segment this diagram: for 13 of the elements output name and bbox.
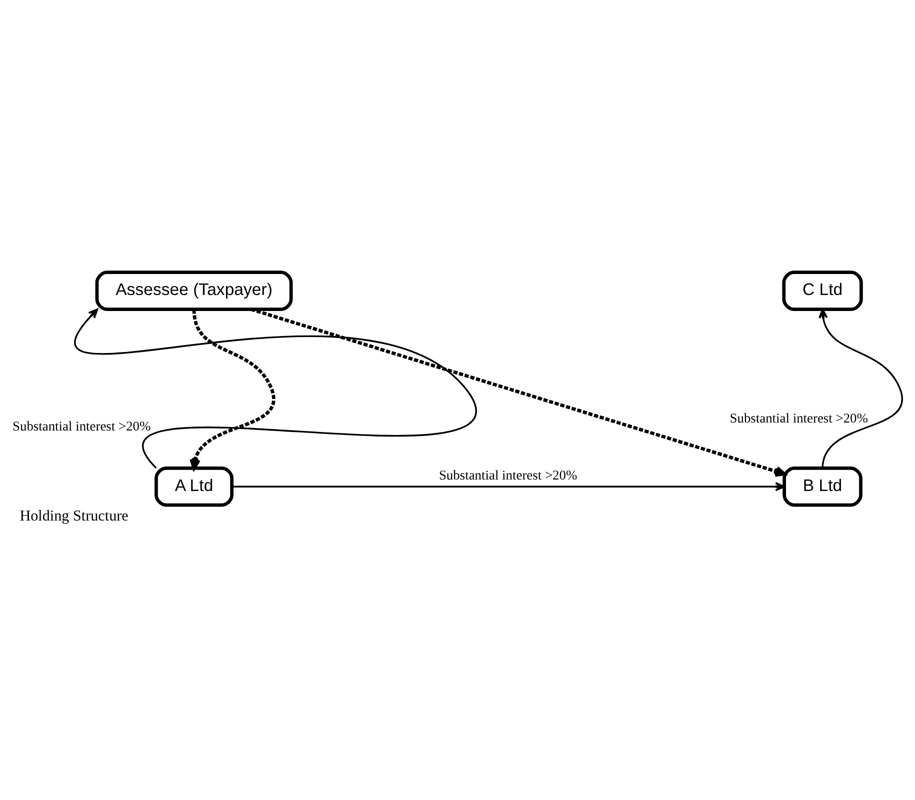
- arrow: [75, 308, 476, 468]
- arrow: [232, 482, 786, 491]
- node-box: C Ltd: [782, 270, 863, 310]
- arrow: [250, 307, 786, 476]
- node-box: B Ltd: [782, 466, 862, 506]
- caption: Holding Structure: [20, 508, 128, 524]
- arrow: [190, 308, 276, 470]
- node-box: A Ltd: [154, 466, 234, 506]
- node-box: Assessee (Taxpayer): [95, 270, 293, 310]
- edge-label: Substantial interest >20%: [438, 467, 578, 482]
- edge-label: Substantial interest >20%: [730, 410, 868, 425]
- edge-label: Substantial interest >20%: [12, 418, 151, 433]
- arrow: [818, 308, 903, 468]
